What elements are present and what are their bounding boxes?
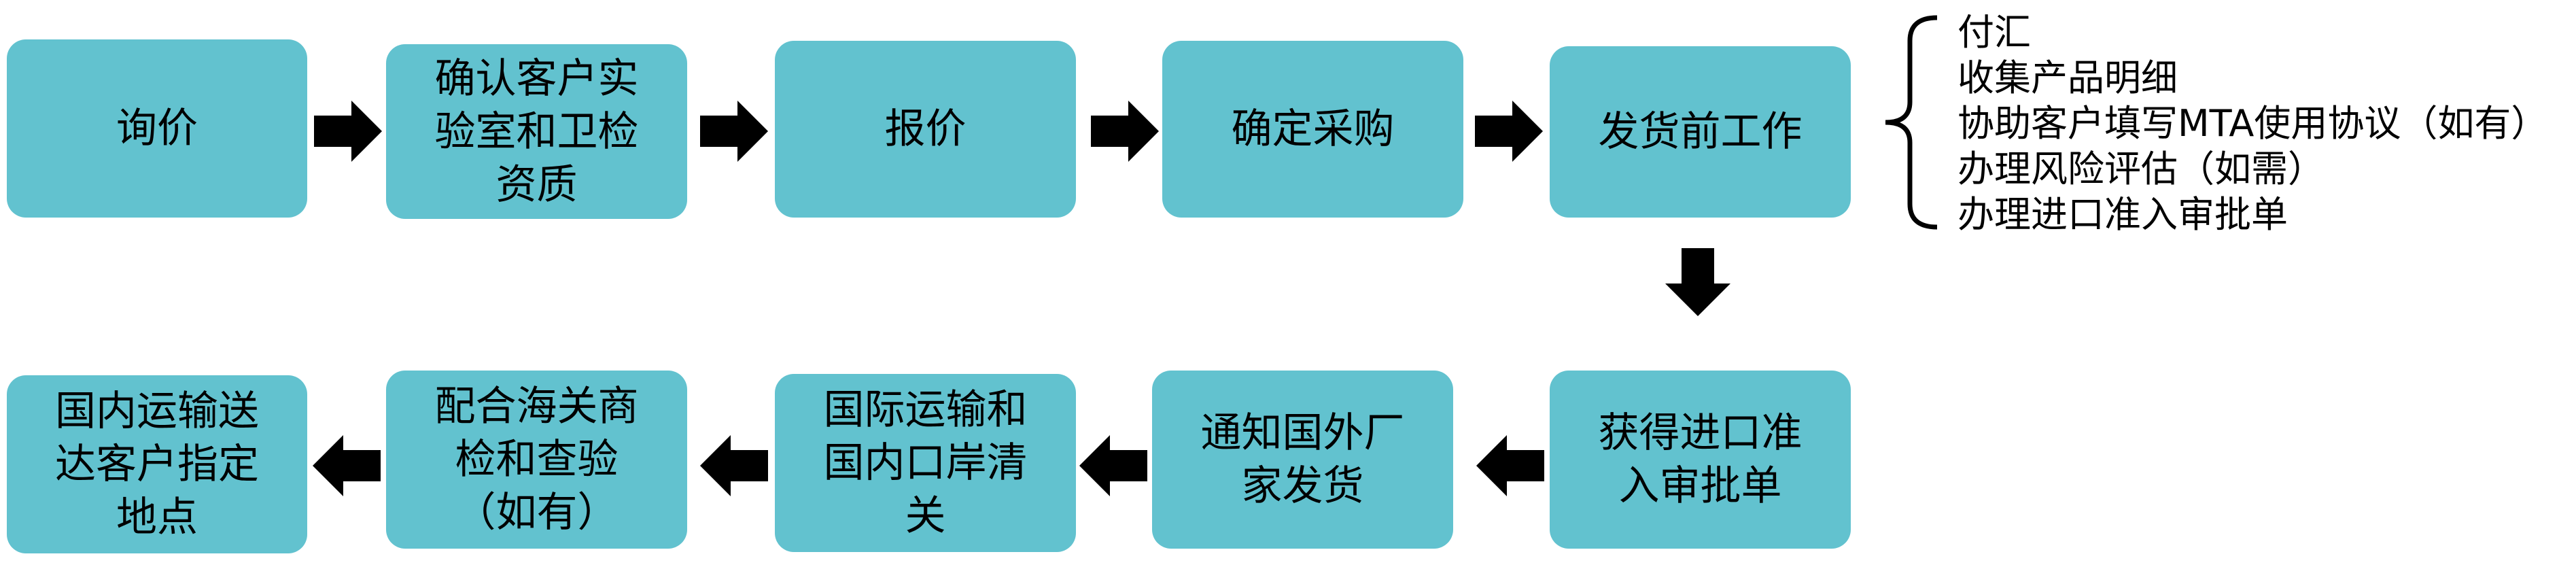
- note-item: 办理进口准入审批单: [1957, 193, 2288, 236]
- arrow-right-icon: [314, 101, 382, 162]
- arrow-left-icon: [313, 435, 381, 496]
- step-label: 获得进口准 入审批单: [1598, 409, 1803, 510]
- note-item: 协助客户填写MTA使用协议（如有）: [1957, 102, 2548, 145]
- note-item: 收集产品明细: [1957, 56, 2178, 99]
- note-item: 办理风险评估（如需）: [1957, 148, 2325, 190]
- step-notify-supplier: 通知国外厂 家发货: [1152, 371, 1453, 549]
- step-label: 确认客户实 验室和卫检 资质: [434, 54, 639, 209]
- step-inquiry: 询价: [7, 39, 307, 218]
- step-label: 确定采购: [1231, 105, 1395, 153]
- step-international-transport: 国际运输和 国内口岸清 关: [775, 374, 1076, 552]
- arrow-right-icon: [1091, 101, 1159, 162]
- step-label: 通知国外厂 家发货: [1200, 409, 1405, 510]
- step-label: 报价: [884, 105, 967, 153]
- arrow-left-icon: [700, 435, 768, 496]
- note-item: 付汇: [1957, 11, 2031, 54]
- arrow-left-icon: [1476, 435, 1544, 496]
- step-label: 询价: [116, 105, 198, 152]
- bracket-icon: [1876, 14, 1944, 234]
- step-label: 配合海关商 检和查验 （如有）: [434, 383, 639, 536]
- arrow-right-icon: [700, 101, 768, 162]
- arrow-down-icon: [1665, 248, 1730, 316]
- step-domestic-delivery: 国内运输送 达客户指定 地点: [7, 375, 307, 553]
- step-confirm-qualification: 确认客户实 验室和卫检 资质: [386, 44, 687, 219]
- arrow-right-icon: [1475, 101, 1543, 162]
- pre-shipment-notes: 付汇 收集产品明细 协助客户填写MTA使用协议（如有） 办理风险评估（如需） 办…: [1957, 10, 2547, 237]
- arrow-left-icon: [1079, 435, 1147, 496]
- step-label: 发货前工作: [1598, 108, 1803, 156]
- step-customs-inspection: 配合海关商 检和查验 （如有）: [386, 371, 687, 549]
- step-get-approval: 获得进口准 入审批单: [1550, 371, 1851, 549]
- step-pre-shipment: 发货前工作: [1550, 46, 1851, 218]
- step-quotation: 报价: [775, 41, 1076, 218]
- step-label: 国内运输送 达客户指定 地点: [55, 388, 259, 541]
- step-confirm-purchase: 确定采购: [1162, 41, 1463, 218]
- step-label: 国际运输和 国内口岸清 关: [823, 386, 1028, 540]
